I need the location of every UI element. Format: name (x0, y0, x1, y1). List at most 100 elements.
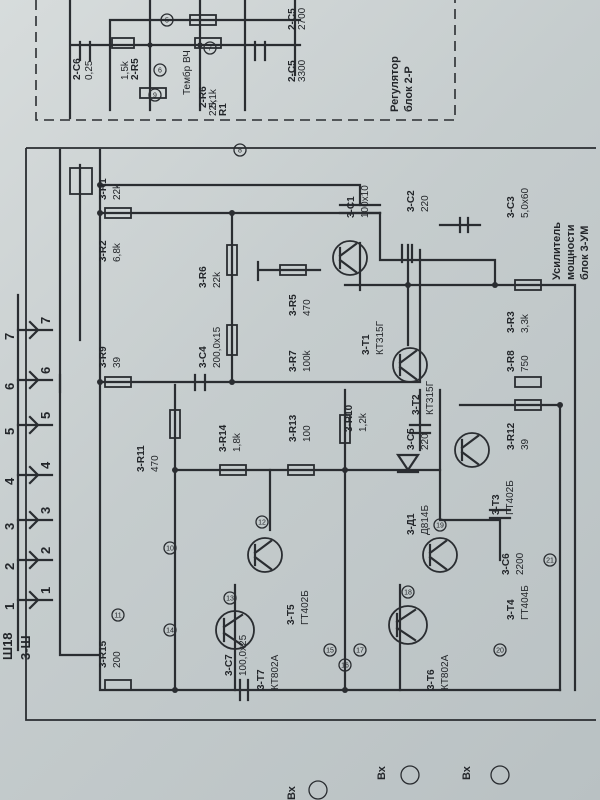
bottom-label-3: Вх (461, 765, 473, 780)
connector-pin-6 (16, 370, 54, 390)
component-value-r3: 3,3k (520, 313, 531, 333)
component-ref-r6: 3-R6 (198, 266, 209, 288)
resistor-3-r5 (279, 264, 307, 276)
test-point-label-7: 7 (208, 46, 212, 53)
reg-c6-ref: 2-C6 (72, 58, 83, 80)
capacitor-3-c6 (488, 508, 512, 520)
component-value-r11: 470 (150, 455, 161, 472)
test-point-label-13: 13 (226, 596, 234, 603)
test-point-label-12: 12 (258, 520, 266, 527)
component-ref-r7: 3-R7 (288, 350, 299, 372)
connector-pin-7 (16, 320, 54, 340)
reg-title-line1: Регулятор (389, 56, 401, 112)
test-point-label-10: 10 (166, 546, 174, 553)
test-point-label-19: 19 (436, 523, 444, 530)
resistor-3-r9 (104, 376, 132, 388)
component-ref-r13: 3-R13 (288, 414, 299, 442)
test-point-label-11: 11 (114, 613, 121, 620)
component-value-r12: 39 (520, 438, 531, 450)
wire-output-transistors (233, 583, 402, 692)
component-value-c5: 220 (420, 433, 431, 450)
resistor-3-r6 (226, 244, 238, 276)
test-point-15: 15 (323, 643, 337, 657)
transistor-3-t7 (215, 610, 255, 650)
component-ref-r8: 3-R8 (506, 350, 517, 372)
test-point-label-14: 14 (166, 628, 174, 635)
regulator-resistor-a (111, 37, 135, 49)
test-point-6: 6 (153, 63, 167, 77)
transistor-3-t3 (454, 432, 490, 468)
test-point-20: 20 (493, 643, 507, 657)
connector-pin-label-6: 6 (38, 367, 53, 374)
capacitor-3-c4 (193, 373, 207, 392)
wire-c2-c3 (378, 211, 497, 287)
component-value-c6: 2200 (515, 552, 526, 575)
capacitor-3-c2 (400, 243, 414, 264)
transistor-type-t1: КТ315Г (375, 320, 386, 355)
test-point-14: 14 (163, 623, 177, 637)
test-point-17: 17 (353, 643, 367, 657)
component-ref-r1: 3-R1 (98, 178, 109, 200)
connector-plug: Ш18 (0, 632, 15, 660)
component-value-r2: 6,8k (112, 242, 123, 262)
reg-r1-ref: R1 (218, 103, 229, 116)
transistor-3-t1 (332, 240, 368, 276)
connector-pin-label-1: 1 (38, 587, 53, 594)
wire-t3-t4 (438, 388, 502, 562)
reg-c5-value: 3300 (297, 59, 308, 82)
component-value-c2: 220 (420, 195, 431, 212)
reg-r1-value: 22k (208, 99, 219, 116)
transistor-3-t6 (388, 605, 428, 645)
bottom-label-2: Вх (376, 765, 388, 780)
test-point-7: 7 (203, 41, 217, 55)
component-ref-r10: 3-R10 (344, 404, 355, 432)
transistor-ref-t1: 3-T1 (361, 334, 372, 355)
connector-socket-label-4: 4 (2, 477, 17, 485)
component-ref-c2: 3-C2 (406, 190, 417, 212)
test-point-12: 12 (255, 515, 269, 529)
test-point-8: 8 (233, 143, 247, 157)
resistor-3-r1 (69, 167, 93, 195)
component-value-r8: 750 (520, 355, 531, 372)
bottom-fragments: Вх Вх Вх (286, 765, 510, 800)
regulator-resistor-r1 (139, 87, 167, 99)
transistor-3-t4 (422, 537, 458, 573)
wire-r1-c1 (98, 183, 362, 207)
connector-pin-label-7: 7 (38, 317, 53, 324)
test-point-label-17: 17 (356, 648, 364, 655)
component-ref-r15: 3-R15 (98, 640, 109, 668)
component-ref-c4: 3-C4 (198, 346, 209, 368)
transistor-ref-t4: 3-T4 (506, 599, 517, 620)
connector-socket-label-6: 6 (2, 383, 17, 390)
reg-ra-value: 1,5k (120, 60, 131, 80)
resistor-3-r2 (104, 207, 132, 219)
resistor-3-r13 (287, 464, 315, 476)
regulator-resistor-top (189, 14, 217, 26)
test-point-19: 19 (433, 518, 447, 532)
connector-pin-label-3: 3 (38, 507, 53, 514)
test-point-label-18: 18 (404, 590, 412, 597)
resistor-3-r10 (339, 414, 351, 444)
component-value-d1: Д814Б (420, 505, 431, 535)
transistor-type-t4: ГТ404Б (520, 585, 531, 620)
component-ref-c7: 3-C7 (224, 654, 235, 676)
transistor-type-t7: КТ802А (270, 654, 281, 690)
connector-pin-2 (16, 550, 54, 570)
component-ref-r9: 3-R9 (98, 346, 109, 368)
wire-supply (343, 283, 577, 692)
component-ref-c1: 3-C1 (346, 196, 357, 218)
test-point-5: 5 (160, 13, 174, 27)
test-point-9: 9 (148, 88, 162, 102)
test-point-18: 18 (401, 585, 415, 599)
component-value-r13: 100 (302, 425, 313, 442)
component-value-r10: 1,2k (358, 412, 369, 432)
resistor-3-r12 (514, 399, 542, 411)
test-point-label-21: 21 (546, 558, 554, 565)
component-ref-r12: 3-R12 (506, 422, 517, 450)
component-value-r9: 39 (112, 356, 123, 368)
reg-c6-value: 0,25 (84, 60, 95, 80)
component-ref-c3: 3-C3 (506, 196, 517, 218)
amplifier-block-border (25, 147, 596, 721)
